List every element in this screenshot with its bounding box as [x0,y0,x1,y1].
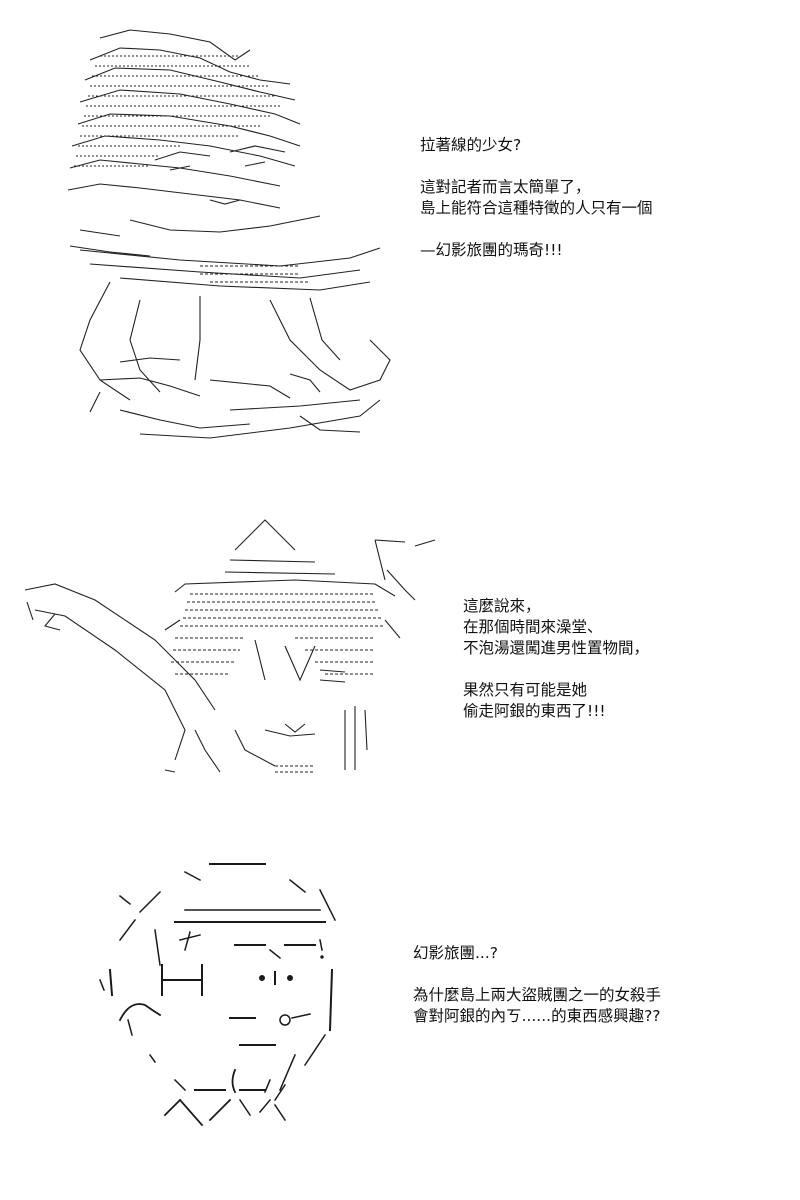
ascii-art-round-face-illustration [90,850,350,1140]
dialogue-block-3: 幻影旅團...? 為什麼島上兩大盜賊團之一的女殺手 會對阿銀的內ㄎ......的… [413,943,661,1027]
dialogue-line: 島上能符合這種特徵的人只有一個 [420,199,653,217]
panel-3: 幻影旅團...? 為什麼島上兩大盜賊團之一的女殺手 會對阿銀的內ㄎ......的… [0,840,800,1140]
dialogue-block-1: 拉著線的少女? 這對記者而言太簡單了， 島上能符合這種特徵的人只有一個 —幻影旅… [420,135,653,261]
dialogue-line: 這麼說來， [463,597,541,615]
dialogue-gap [463,659,649,680]
dialogue-line: 不泡湯還闖進男性置物間， [463,639,650,657]
dialogue-gap [413,964,661,985]
panel-2: 這麼說來， 在那個時間來澡堂、 不泡湯還闖進男性置物間， 果然只有可能是她 偷走… [0,490,800,790]
dialogue-line: 為什麼島上兩大盜賊團之一的女殺手 [413,986,662,1004]
dialogue-line: 偷走阿銀的東西了!!! [463,702,606,720]
dialogue-line: 會對阿銀的內ㄎ......的東西感興趣?? [413,1007,661,1025]
dialogue-line: 幻影旅團...? [413,944,499,962]
dialogue-block-2: 這麼說來， 在那個時間來澡堂、 不泡湯還闖進男性置物間， 果然只有可能是她 偷走… [463,596,649,722]
dialogue-line: 在那個時間來澡堂、 [463,618,603,636]
dialogue-line: 果然只有可能是她 [463,681,588,699]
ascii-art-girl-illustration [60,20,400,440]
dialogue-line: 這對記者而言太簡單了， [420,178,591,196]
dialogue-gap [420,156,653,177]
dialogue-gap [420,219,653,240]
ascii-art-pointing-character-illustration [15,510,455,780]
dialogue-line: —幻影旅團的瑪奇!!! [420,241,563,259]
panel-1: 拉著線的少女? 這對記者而言太簡單了， 島上能符合這種特徵的人只有一個 —幻影旅… [0,0,800,470]
dialogue-line: 拉著線的少女? [420,136,522,154]
